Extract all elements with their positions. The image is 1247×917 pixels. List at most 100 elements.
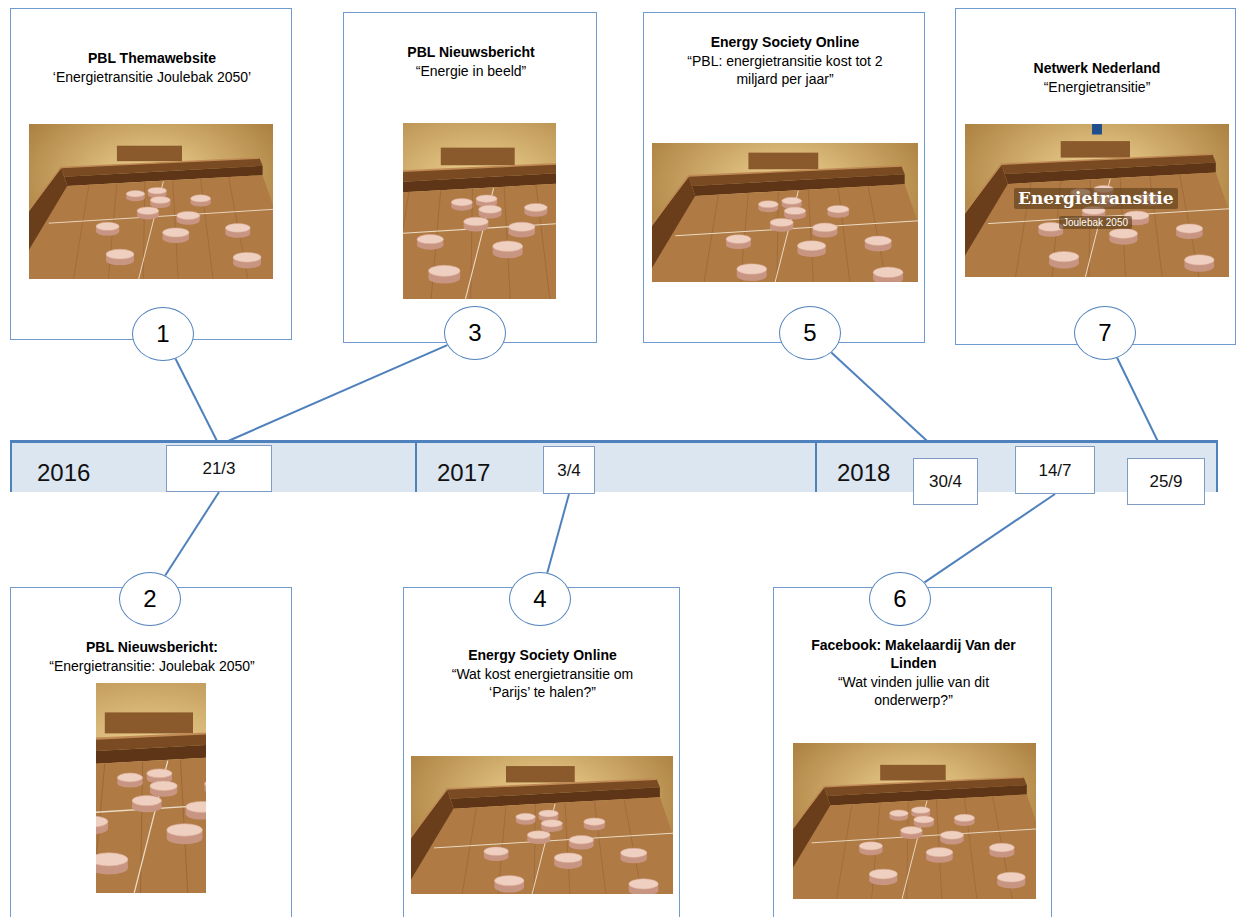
illustration-part bbox=[569, 835, 594, 844]
illustration-part bbox=[1061, 141, 1130, 158]
illustration-part bbox=[132, 795, 161, 805]
card-text: PBL Nieuwsbericht:“Energietransitie: Jou… bbox=[27, 638, 277, 675]
illustration-part bbox=[758, 201, 778, 208]
illustration-part bbox=[914, 816, 934, 823]
date-box: 3/4 bbox=[543, 446, 595, 494]
callout-number: 2 bbox=[143, 585, 156, 613]
illustration-part bbox=[105, 712, 193, 733]
illustration-part bbox=[965, 164, 1008, 277]
illustration-part bbox=[827, 205, 849, 213]
callout-circle: 5 bbox=[779, 306, 841, 360]
card-title: PBL Nieuwsbericht bbox=[361, 43, 581, 61]
callout-circle: 7 bbox=[1074, 306, 1136, 360]
timeline-connector bbox=[925, 494, 1056, 582]
illustration-part bbox=[403, 192, 409, 299]
illustration-part bbox=[96, 752, 206, 893]
card-subtitle: ‘Energietransitie Joulebak 2050’ bbox=[27, 68, 277, 86]
illustration-part bbox=[177, 211, 200, 219]
card-title: Energy Society Online bbox=[665, 33, 905, 51]
illustration-part bbox=[541, 820, 562, 827]
card-text: Netwerk Nederland“Energietransitie” bbox=[977, 59, 1217, 96]
card-subtitle: “Wat kost energietransitie om ‘Parijs’ t… bbox=[435, 665, 650, 701]
label-holder: Energietransitie bbox=[1014, 188, 1178, 209]
callout-circle: 6 bbox=[869, 572, 931, 626]
joulebak-illustration bbox=[652, 143, 918, 282]
illustration-part bbox=[411, 779, 657, 858]
illustration-part bbox=[812, 829, 1036, 843]
illustration-part bbox=[793, 777, 1024, 852]
illustration-part bbox=[411, 789, 454, 894]
callout-number: 3 bbox=[468, 319, 481, 347]
illustration-part bbox=[29, 175, 273, 279]
illustration-part bbox=[964, 798, 976, 899]
illustration-part bbox=[940, 831, 963, 839]
card-subtitle: “Wat vinden jullie van dit onderwerp?” bbox=[801, 673, 1026, 709]
illustration-part bbox=[965, 154, 1213, 233]
illustration-part bbox=[890, 810, 909, 817]
card-title: Energy Society Online bbox=[435, 646, 650, 664]
illustration-frame bbox=[96, 683, 206, 893]
illustration-part bbox=[859, 842, 882, 850]
joulebak-illustration bbox=[411, 756, 673, 894]
illustration-part bbox=[495, 876, 524, 886]
card-text: Energy Society Online“PBL: energietransi… bbox=[665, 33, 905, 88]
timeline-connector bbox=[547, 494, 569, 573]
illustration-part bbox=[147, 769, 172, 778]
illustration-part bbox=[516, 813, 536, 820]
illustration-part bbox=[652, 176, 695, 282]
callout-circle: 1 bbox=[132, 307, 194, 361]
illustration-part bbox=[629, 879, 658, 889]
illustration-part bbox=[150, 781, 177, 791]
joulebak-illustration bbox=[793, 743, 1036, 899]
illustration-part bbox=[434, 833, 673, 848]
illustration-part bbox=[702, 194, 719, 282]
callout-number: 6 bbox=[893, 585, 906, 613]
callout-circle: 4 bbox=[509, 572, 571, 626]
illustration-part bbox=[417, 235, 443, 244]
illustration-part bbox=[869, 869, 897, 879]
illustration-part bbox=[96, 222, 119, 230]
timeline-band: 201830/414/725/9 bbox=[815, 440, 1218, 492]
source-card: PBL Nieuwsbericht:“Energietransitie: Jou… bbox=[10, 587, 292, 917]
illustration-frame bbox=[793, 743, 1036, 899]
illustration-part bbox=[460, 807, 476, 894]
illustration-part bbox=[954, 814, 974, 821]
illustration-part bbox=[106, 249, 134, 259]
illustration-part bbox=[225, 224, 250, 233]
illustration-part bbox=[126, 190, 145, 197]
illustration-part bbox=[737, 264, 767, 274]
card-title: PBL Nieuwsbericht: bbox=[27, 638, 277, 656]
label-holder: Joulebak 2050 bbox=[1059, 212, 1132, 230]
year-label: 2016 bbox=[37, 459, 90, 487]
joulebak-illustration bbox=[29, 124, 273, 279]
illustration-part bbox=[1176, 224, 1202, 233]
source-card: Facebook: Makelaardij Van der Linden“Wat… bbox=[773, 587, 1052, 917]
illustration-part bbox=[911, 807, 930, 814]
illustration-part bbox=[403, 162, 556, 246]
date-label: 21/3 bbox=[202, 458, 235, 479]
card-text: PBL Nieuwsbericht“Energie in beeld” bbox=[361, 43, 581, 80]
illustration-part bbox=[1109, 229, 1137, 239]
illustration-part bbox=[441, 148, 515, 166]
illustration-part bbox=[539, 810, 559, 817]
date-box: 30/4 bbox=[913, 458, 978, 505]
illustration-part bbox=[403, 181, 556, 299]
illustration-part bbox=[96, 816, 108, 827]
illustration-part bbox=[726, 235, 751, 244]
source-card: Netwerk Nederland“Energietransitie” bbox=[955, 8, 1236, 345]
timeline-connector bbox=[165, 492, 219, 576]
card-text: Energy Society Online“Wat kost energietr… bbox=[435, 646, 650, 701]
card-subtitle: “PBL: energietransitie kost tot 2 miljar… bbox=[665, 52, 905, 88]
illustration-part bbox=[191, 195, 211, 202]
illustration-part bbox=[451, 199, 472, 206]
illustration-part bbox=[167, 824, 203, 836]
illustration-part bbox=[989, 843, 1014, 852]
illustration-part bbox=[137, 207, 159, 215]
card-title: Netwerk Nederland bbox=[977, 59, 1217, 77]
illustration-part bbox=[873, 267, 903, 277]
illustration-part bbox=[1092, 124, 1102, 135]
callout-circle: 3 bbox=[444, 306, 506, 360]
illustration-part bbox=[837, 804, 853, 899]
card-title: PBL Themawebsite bbox=[27, 49, 277, 67]
timeline-band: 2016 21/3 bbox=[10, 440, 415, 492]
